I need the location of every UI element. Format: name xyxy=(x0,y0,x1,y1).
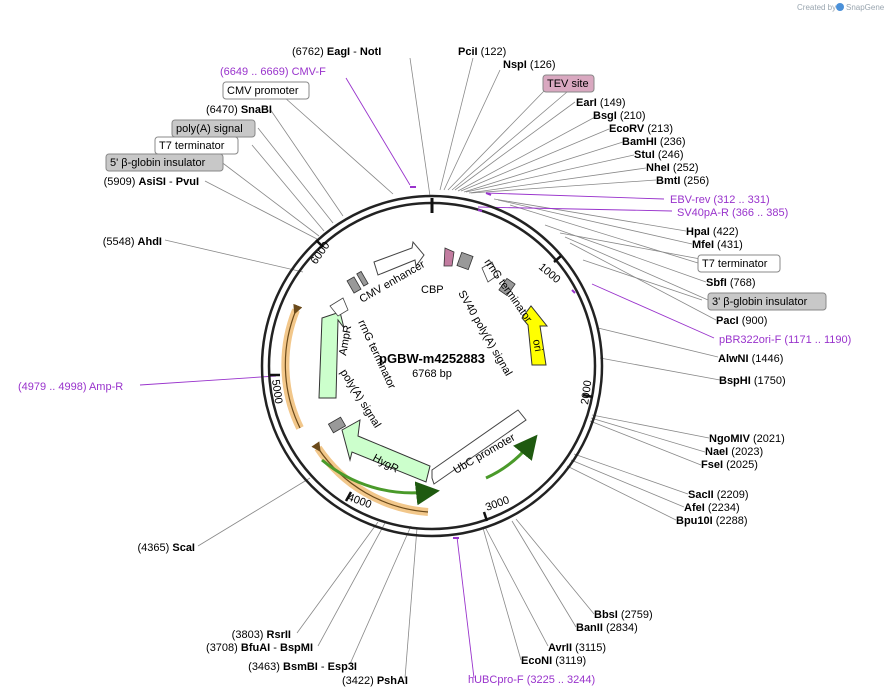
t7-terminator-box xyxy=(456,251,474,271)
site-label-pcii: PciI (122) xyxy=(458,46,506,58)
cmv-promoter-label: CMV promoter xyxy=(227,85,299,97)
site-label-scai: (4365) ScaI xyxy=(138,542,196,554)
site-label-asisi: (5909) AsiSI - PvuI xyxy=(104,176,199,188)
site-label-mfei: MfeI (431) xyxy=(692,239,743,251)
credit-text: Created by xyxy=(797,3,836,12)
primer-label-ebv-rev: EBV-rev (312 .. 331) xyxy=(670,194,770,206)
primer-label-sv40pa-r: SV40pA-R (366 .. 385) xyxy=(677,207,788,219)
insulator-box-left-2 xyxy=(356,270,369,287)
hygr-orf-arrow xyxy=(311,441,429,513)
tick-5000: 5000 xyxy=(269,379,284,405)
site-label-alwni: AlwNI (1446) xyxy=(718,353,783,365)
backbone-outer xyxy=(260,194,604,538)
hygr-green-arrow xyxy=(321,458,440,506)
primer-label-amp-r: (4979 .. 4998) Amp-R xyxy=(18,381,123,393)
polya-left-box xyxy=(327,416,347,434)
plasmid-length: 6768 bp xyxy=(412,368,452,380)
snapgene-logo-icon xyxy=(836,3,844,11)
primer-marks xyxy=(410,186,576,539)
primer-label-cmv-f: (6649 .. 6669) CMV-F xyxy=(220,66,326,78)
primer-label-hubcpro-f: hUBCpro-F (3225 .. 3244) xyxy=(468,674,595,686)
site-label-bsphi: BspHI (1750) xyxy=(719,375,786,387)
primer-labels: (6649 .. 6669) CMV-F EBV-rev (312 .. 331)… xyxy=(18,66,851,686)
site-label-bsgi: BsgI (210) xyxy=(593,110,646,122)
insulator-5-label: 5' β-globin insulator xyxy=(110,157,206,169)
cmv-promoter-box xyxy=(222,81,310,100)
t7-terminator-left-label: T7 terminator xyxy=(159,140,225,152)
site-label-bpu10i: Bpu10I (2288) xyxy=(676,515,748,527)
ori-arrow xyxy=(521,305,549,366)
tev-site-label: TEV site xyxy=(547,78,589,90)
site-label-bmti: BmtI (256) xyxy=(656,175,709,187)
site-label-ecorv: EcoRV (213) xyxy=(609,123,673,135)
insulator-3-box xyxy=(707,292,827,311)
site-label-snabi: (6470) SnaBI xyxy=(206,104,272,116)
leader-lines xyxy=(164,57,723,679)
site-label-ngomiv: NgoMIV (2021) xyxy=(709,433,785,445)
rrng-top-arrow xyxy=(481,261,499,283)
ampr-label: AmpR xyxy=(337,324,354,356)
insulator-3-label: 3' β-globin insulator xyxy=(712,296,808,308)
site-label-ahdi: (5548) AhdI xyxy=(103,236,162,248)
t7-terminator-right-box xyxy=(697,254,781,273)
tev-site-box xyxy=(542,74,595,93)
brand-text: SnapGene xyxy=(846,3,885,12)
site-label-bamhi: BamHI (236) xyxy=(622,136,686,148)
tick-2000: 2000 xyxy=(579,380,594,406)
insulator-box-right xyxy=(498,277,516,297)
site-label-nspi: NspI (126) xyxy=(503,59,556,71)
site-label-eagi: (6762) EagI - NotI xyxy=(292,46,381,58)
site-label-paci: PacI (900) xyxy=(716,315,767,327)
ubc-promoter-arrow xyxy=(431,409,527,485)
site-label-bfuai: (3708) BfuAI - BspMI xyxy=(206,642,313,654)
site-label-econi: EcoNI (3119) xyxy=(521,655,586,667)
cmv-enhancer-arrow xyxy=(373,240,425,276)
ubc-green-arrow xyxy=(485,434,538,480)
t7-terminator-right-label: T7 terminator xyxy=(702,258,768,270)
site-label-hpai: HpaI (422) xyxy=(686,226,739,238)
ori-label: ori xyxy=(530,338,544,352)
plasmid-name: pGBW-m4252883 xyxy=(379,351,485,366)
site-label-pshai: (3422) PshAI xyxy=(342,675,408,687)
cbp-label: CBP xyxy=(421,284,444,296)
site-label-fsei: FseI (2025) xyxy=(701,459,758,471)
site-label-sacii: SacII (2209) xyxy=(688,489,749,501)
site-label-bbsi: BbsI (2759) xyxy=(594,609,653,621)
polya-label: poly(A) signal xyxy=(176,123,243,135)
site-label-banii: BanII (2834) xyxy=(576,622,638,634)
ampr-orf-arrow xyxy=(284,303,303,429)
restriction-sites: (6762) EagI - NotI PciI (122)NspI (126) Ea… xyxy=(103,46,786,687)
site-label-afei: AfeI (2234) xyxy=(684,502,740,514)
site-label-avrii: AvrII (3115) xyxy=(548,642,606,654)
insulator-5-box xyxy=(105,153,224,172)
site-label-nhei: NheI (252) xyxy=(646,162,699,174)
site-label-bsmbi: (3463) BsmBI - Esp3I xyxy=(248,661,357,673)
primer-label-pbr322ori-f: pBR322ori-F (1171 .. 1190) xyxy=(719,334,851,346)
site-label-naei: NaeI (2023) xyxy=(705,446,763,458)
cbp-feature xyxy=(443,247,455,267)
primer-leader-lines xyxy=(139,77,715,679)
site-label-rsrii: (3803) RsrII xyxy=(232,629,291,641)
hygr-arrow xyxy=(341,419,431,483)
site-label-stui: StuI (246) xyxy=(634,149,684,161)
scale-ticks xyxy=(270,239,594,522)
insulator-box-left-1 xyxy=(346,276,362,294)
ampr-arrow xyxy=(318,311,345,399)
rrng-left-arrow xyxy=(329,297,349,317)
site-label-eari: EarI (149) xyxy=(576,97,626,109)
rrng-top-label: rrnG terminator xyxy=(482,257,535,325)
site-label-sbfi: SbfI (768) xyxy=(706,277,756,289)
